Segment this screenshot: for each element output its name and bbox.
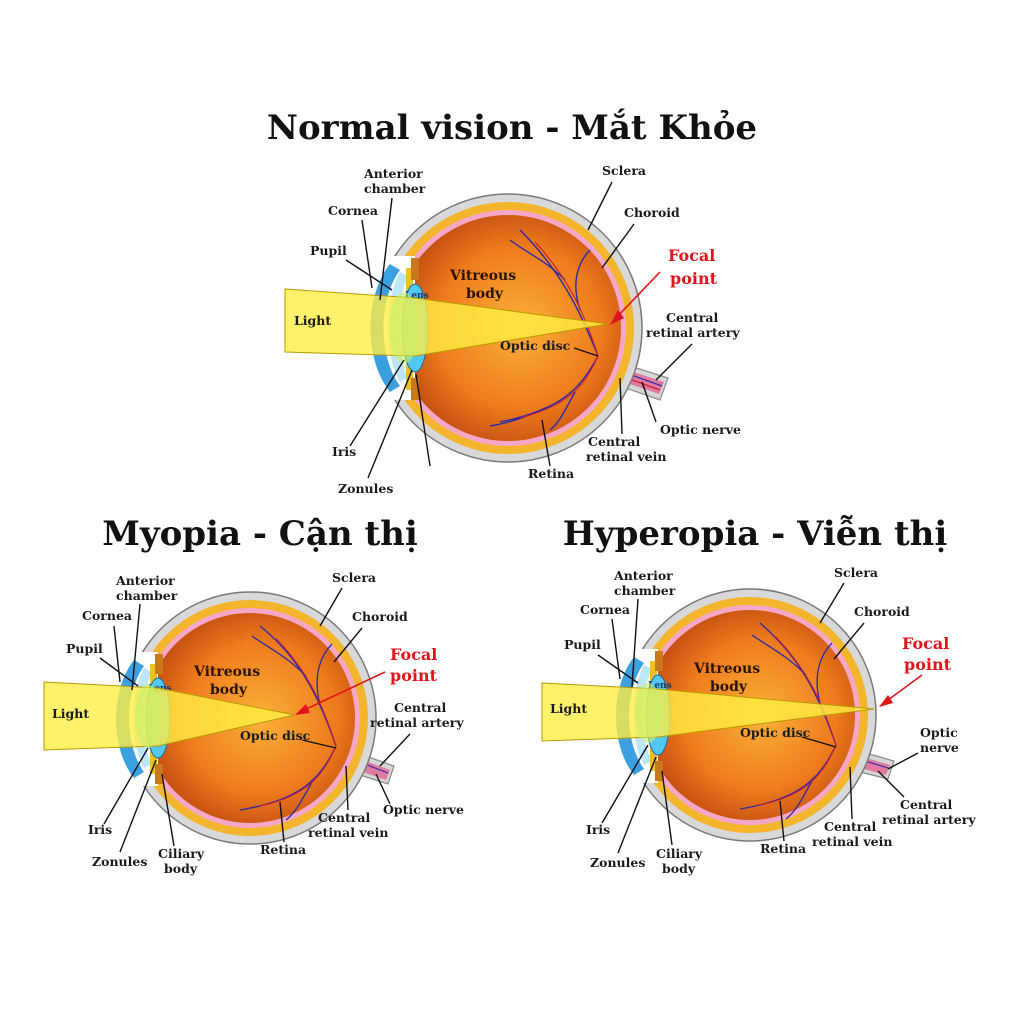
eyeball: Lens [284, 193, 669, 463]
label-focal: Focal [668, 246, 715, 265]
label-light: Light [550, 701, 587, 716]
label-ciliary-body: body [662, 861, 696, 876]
label-sclera: Sclera [602, 163, 646, 178]
label-anterior: Anterior [115, 573, 175, 588]
label-iris: Iris [586, 822, 610, 837]
label-choroid: Choroid [624, 205, 680, 220]
label-optic-disc: Optic disc [240, 728, 311, 743]
label-nerve: nerve [920, 740, 959, 755]
label-pupil: Pupil [564, 637, 601, 652]
eye-diagram-hyperopia: Lens Anterior chamber Cornea Pupil Light… [541, 565, 976, 876]
label-focal: Focal [390, 645, 437, 664]
label-optic-nerve: Optic nerve [383, 802, 464, 817]
label-pupil: Pupil [66, 641, 103, 656]
label-choroid: Choroid [352, 609, 408, 624]
label-retinal-vein: retinal vein [812, 834, 892, 849]
label-optic-nerve: Optic nerve [660, 422, 741, 437]
label-central-vein: Central [318, 810, 370, 825]
label-cornea: Cornea [328, 203, 378, 218]
label-optic: Optic [920, 725, 958, 740]
label-light: Light [52, 706, 89, 721]
label-retinal-vein: retinal vein [586, 449, 666, 464]
label-choroid: Choroid [854, 604, 910, 619]
label-focal: Focal [902, 634, 949, 653]
label-ciliary: Ciliary [158, 846, 205, 861]
label-vitreous: Vitreous [193, 664, 260, 680]
label-vitreous: Vitreous [449, 268, 516, 284]
label-retinal-artery: retinal artery [370, 715, 464, 730]
label-light: Light [294, 313, 331, 328]
eye-diagram-myopia: Lens Anterior chamber Cornea Pupil Light… [43, 570, 464, 876]
label-optic-disc: Optic disc [500, 338, 571, 353]
title-myopia: Myopia - Cận thị [102, 514, 418, 554]
title-hyperopia: Hyperopia - Viễn thị [562, 514, 948, 554]
label-iris: Iris [88, 822, 112, 837]
eyeball: Lens [541, 588, 923, 842]
label-retinal-artery: retinal artery [646, 325, 740, 340]
label-sclera: Sclera [332, 570, 376, 585]
title-normal-vision: Normal vision - Mắt Khỏe [266, 108, 758, 148]
label-central: Central [666, 310, 718, 325]
label-body: body [210, 682, 248, 698]
label-cornea: Cornea [82, 608, 132, 623]
label-ciliary: Ciliary [656, 846, 703, 861]
label-chamber: chamber [116, 588, 178, 603]
label-anterior: Anterior [613, 568, 673, 583]
label-lens: Lens [648, 681, 672, 691]
eye-diagram-normal: Lens Anterior chamber Cornea Pupil Light… [284, 163, 741, 496]
label-chamber: chamber [364, 181, 426, 196]
label-anterior: Anterior [363, 166, 423, 181]
label-zonules: Zonules [338, 481, 393, 496]
label-central-vein: Central [824, 819, 876, 834]
label-iris: Iris [332, 444, 356, 459]
label-chamber: chamber [614, 583, 676, 598]
label-point: point [390, 666, 438, 685]
label-retina: Retina [760, 841, 806, 856]
label-vitreous: Vitreous [693, 661, 760, 677]
eyeball: Lens [43, 591, 395, 845]
label-retina: Retina [260, 842, 306, 857]
label-central: Central [900, 797, 952, 812]
label-zonules: Zonules [590, 855, 645, 870]
label-lens: Lens [405, 291, 429, 301]
label-retinal-vein: retinal vein [308, 825, 388, 840]
label-pupil: Pupil [310, 243, 347, 258]
label-central: Central [394, 700, 446, 715]
label-body: body [466, 286, 504, 302]
label-retina: Retina [528, 466, 574, 481]
label-cornea: Cornea [580, 602, 630, 617]
label-zonules: Zonules [92, 854, 147, 869]
label-optic-disc: Optic disc [740, 725, 811, 740]
label-body: body [710, 679, 748, 695]
label-point: point [904, 655, 952, 674]
label-retinal-artery: retinal artery [882, 812, 976, 827]
label-sclera: Sclera [834, 565, 878, 580]
label-ciliary-body: body [164, 861, 198, 876]
label-central-vein: Central [588, 434, 640, 449]
label-point: point [670, 269, 718, 288]
